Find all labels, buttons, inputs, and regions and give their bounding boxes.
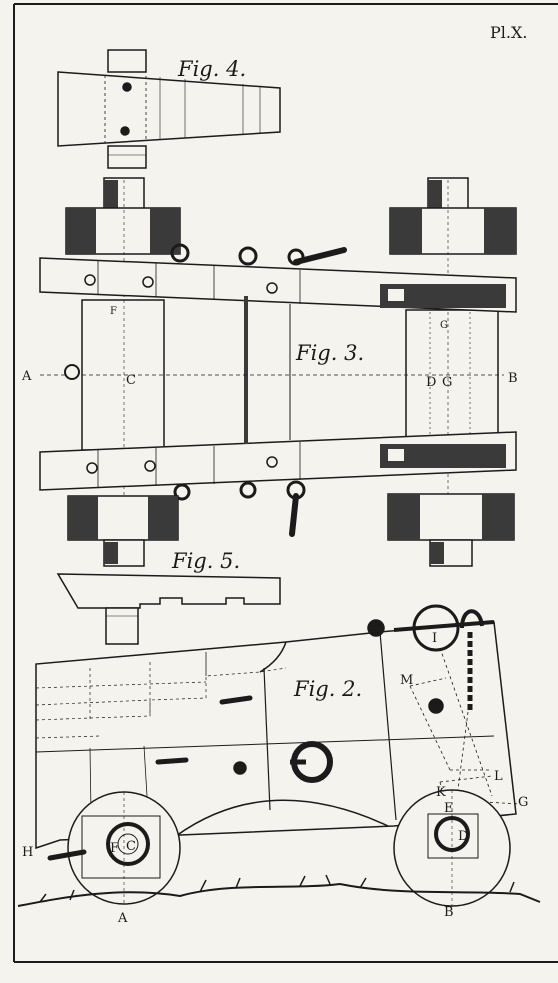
figure-4 — [57, 49, 281, 169]
fig2-label-g: G — [518, 795, 528, 810]
plate-number: Pl.X. — [490, 23, 527, 42]
fig2-label-d: D — [458, 829, 468, 844]
fig2-label-h: H — [22, 845, 33, 860]
fig3-label-c: C — [126, 373, 136, 388]
fig2-label-c: C — [126, 839, 136, 854]
fig2-label-k: K — [436, 785, 446, 800]
figure-3 — [39, 177, 517, 567]
fig3-label-g: G — [442, 375, 452, 390]
fig2-label-f: F — [110, 841, 119, 856]
fig2-label-b: B — [444, 905, 454, 920]
fig2-label-a: A — [117, 911, 128, 926]
fig3-label-b: B — [508, 371, 518, 386]
figure-2 — [17, 604, 541, 908]
fig2-label-e: E — [444, 801, 454, 816]
fig3-label-d: D — [426, 375, 436, 390]
fig2-label-l: L — [494, 769, 503, 784]
fig3-label-g-upper: G — [440, 320, 448, 331]
fig3-label-a: A — [21, 369, 32, 384]
fig3-title: Fig. 3. — [295, 341, 364, 365]
fig2-label-i: I — [432, 631, 437, 646]
fig3-label-f: F — [110, 306, 117, 317]
fig4-title: Fig. 4. — [177, 57, 246, 81]
fig2-title: Fig. 2. — [293, 677, 362, 701]
figure-5 — [56, 573, 281, 645]
fig5-title: Fig. 5. — [171, 549, 240, 573]
fig2-label-m: M — [400, 673, 413, 688]
